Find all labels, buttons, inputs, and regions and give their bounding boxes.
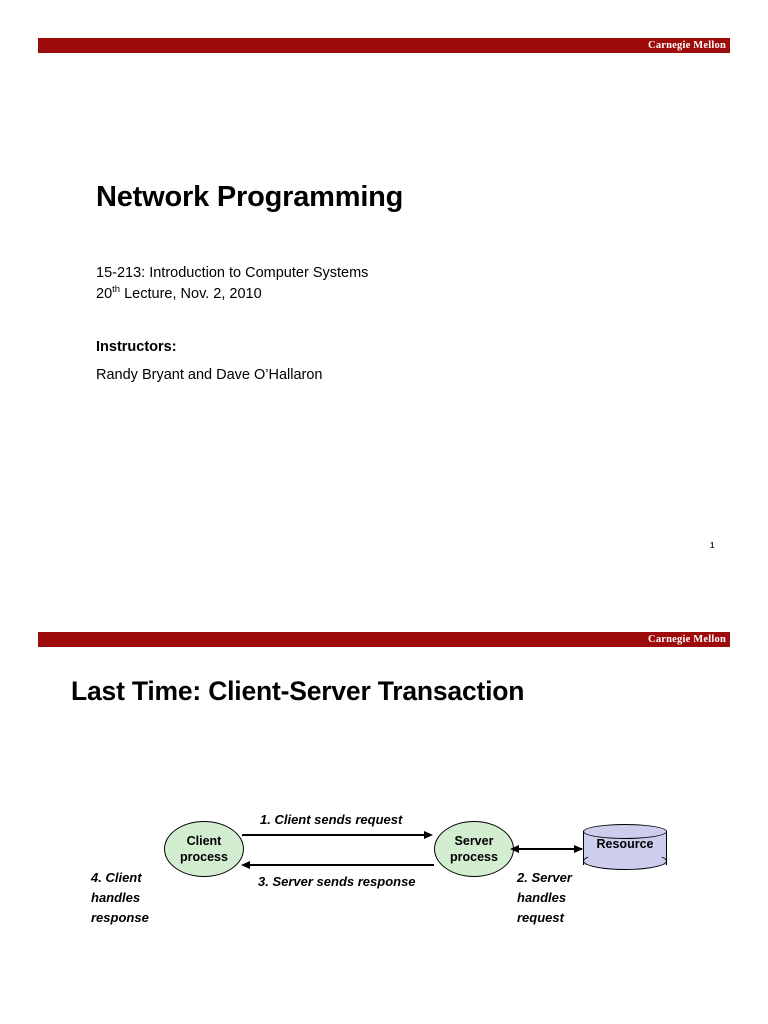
arrow-server-resource-line [518,848,582,850]
client-process-node: Client process [164,821,244,877]
arrow-server-to-client-line [250,864,434,866]
label-step-2-line1: 2. Server [517,870,572,885]
slide-1-title: Network Programming [96,181,404,213]
arrow-server-resource-head-right [574,844,583,853]
slide-1-subtitle-block: 15-213: Introduction to Computer Systems… [96,263,368,305]
label-step-2-line2: handles [517,890,567,905]
label-step-3: 3. Server sends response [258,874,416,889]
server-node-line2: process [450,850,498,864]
server-node-line1: Server [454,834,494,848]
client-server-transaction-diagram: Client process Server process Resource 1… [0,780,768,960]
arrow-client-to-server-line [242,834,425,836]
label-step-4-line1: 4. Client [91,870,142,885]
label-step-4-line2: handles [91,890,141,905]
page-number: 1 [710,541,715,550]
course-line: 15-213: Introduction to Computer Systems [96,265,369,281]
client-node-line1: Client [186,834,222,848]
lecture-date: Lecture, Nov. 2, 2010 [120,286,262,302]
carnegie-mellon-banner-slide-1: Carnegie Mellon [38,38,730,53]
resource-label: Resource [596,837,654,851]
slide-2 [0,600,768,1024]
label-step-2: 2. Server handles request [517,868,572,928]
label-step-4: 4. Client handles response [91,868,149,928]
carnegie-mellon-banner-slide-2: Carnegie Mellon [38,632,730,647]
client-node-line2: process [180,850,228,864]
carnegie-mellon-label: Carnegie Mellon [648,40,726,51]
lecture-ordinal-suffix: th [112,284,121,296]
label-step-1: 1. Client sends request [260,812,403,827]
cylinder-bottom-ellipse [583,852,667,870]
server-process-node: Server process [434,821,514,877]
cylinder-top-ellipse [583,824,667,839]
instructors-names: Randy Bryant and Dave O’Hallaron [96,367,323,383]
carnegie-mellon-label: Carnegie Mellon [648,634,726,645]
arrow-server-resource-head-left [510,844,519,853]
resource-cylinder-node: Resource [583,824,667,872]
lecture-number: 20 [96,286,113,302]
label-step-2-line3: request [517,910,564,925]
lecture-line: 20th Lecture, Nov. 2, 2010 [96,284,368,305]
arrow-server-to-client-head [241,860,250,869]
slide-2-title: Last Time: Client-Server Transaction [71,676,525,706]
instructors-label: Instructors: [96,339,177,355]
arrow-client-to-server-head [424,830,433,839]
slide-1: Carnegie Mellon Network Programming 15-2… [38,38,730,550]
label-step-4-line3: response [91,910,149,925]
